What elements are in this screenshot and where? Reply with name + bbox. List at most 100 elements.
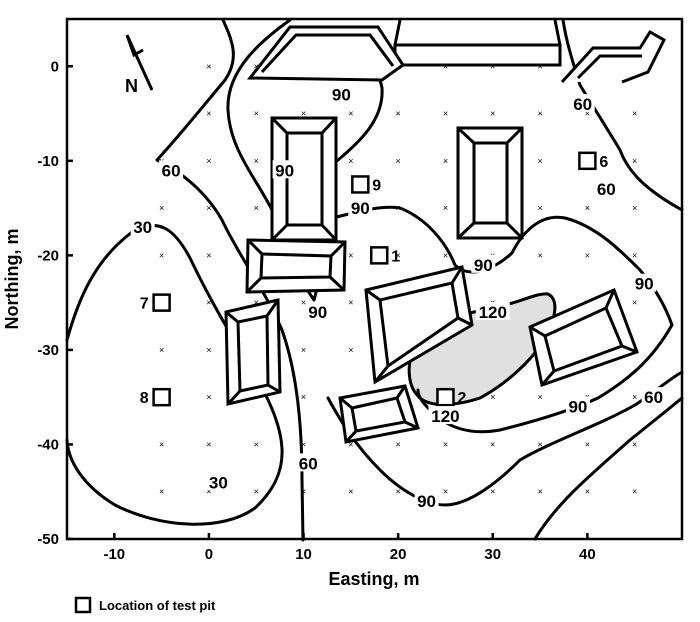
sample-point: ×	[490, 392, 495, 402]
building-south-center	[338, 384, 420, 444]
contour-label-background	[565, 396, 590, 415]
contour-label-background	[130, 217, 155, 235]
sample-point: ×	[206, 487, 211, 497]
sample-point: ×	[254, 439, 259, 449]
sample-point: ×	[537, 156, 542, 166]
sample-point: ×	[443, 109, 448, 119]
sample-point: ×	[206, 250, 211, 260]
y-axis-ticks: 0-10-20-30-40-50	[37, 58, 73, 548]
sample-point: ×	[159, 203, 164, 213]
sample-point: ×	[301, 109, 306, 119]
contour-label: 90	[635, 275, 654, 294]
contour-label-background	[632, 273, 657, 292]
north-arrow-label: N	[125, 76, 138, 96]
x-tick-label: 0	[205, 546, 213, 563]
sample-point: ×	[206, 61, 211, 71]
contour-label: 60	[573, 95, 592, 114]
sample-point: ×	[537, 109, 542, 119]
sample-point: ×	[206, 345, 211, 355]
contour-60-west	[155, 18, 305, 542]
sample-point: ×	[443, 487, 448, 497]
sample-point: ×	[396, 250, 401, 260]
sample-point: ×	[396, 487, 401, 497]
sample-point: ×	[537, 392, 542, 402]
contour-label: 30	[133, 218, 152, 237]
x-tick-label: -10	[103, 546, 125, 563]
contour-60-southeast	[533, 396, 684, 541]
contour-label: 120	[431, 407, 459, 426]
y-tick-label: -20	[37, 247, 59, 264]
test-pit-label: 2	[457, 390, 466, 407]
building-top-right	[560, 29, 666, 84]
sample-point: ×	[348, 345, 353, 355]
sample-point: ×	[254, 156, 259, 166]
y-tick-label: -10	[37, 153, 59, 170]
sample-point: ×	[348, 487, 353, 497]
x-tick-label: 40	[579, 546, 596, 563]
building-top-left	[246, 25, 406, 82]
contour-label-background	[159, 160, 184, 179]
sample-point: ×	[254, 487, 259, 497]
sample-point: ×	[632, 298, 637, 308]
building-north-center	[270, 116, 338, 242]
sample-point: ×	[206, 439, 211, 449]
x-tick-label: 30	[484, 546, 501, 563]
sample-point: ×	[301, 439, 306, 449]
sample-point: ×	[301, 345, 306, 355]
test-pit-marker	[578, 151, 597, 171]
sample-point: ×	[537, 439, 542, 449]
sample-point: ×	[490, 109, 495, 119]
sample-point: ×	[585, 487, 590, 497]
sample-point: ×	[632, 487, 637, 497]
plot-area: × × × × × × × × × × × × × × × × × × × × × × × × × × × × × × × × × × × × × × × ×…	[65, 17, 684, 542]
building-center	[364, 265, 474, 385]
sample-point: ×	[632, 439, 637, 449]
sample-point: ×	[159, 439, 164, 449]
sample-point: ×	[254, 109, 259, 119]
sample-point: ×	[206, 298, 211, 308]
contour-label-background	[471, 254, 496, 273]
sample-point: ×	[490, 439, 495, 449]
sample-point: ×	[443, 203, 448, 213]
contour-90-south	[326, 370, 684, 507]
sample-point: ×	[537, 203, 542, 213]
sample-point: ×	[159, 487, 164, 497]
x-tick-label: 20	[390, 546, 407, 563]
sample-point: ×	[206, 203, 211, 213]
building-north-east	[456, 126, 524, 240]
contour-label-background	[206, 472, 231, 491]
contour-label: 90	[568, 398, 587, 417]
test-pit-marker	[152, 293, 171, 312]
contour-label-background	[428, 406, 463, 425]
contour-label: 60	[644, 388, 663, 407]
contour-label: 30	[209, 473, 228, 492]
contour-label-background	[305, 302, 330, 321]
contour-label-background	[414, 491, 439, 510]
contour-label: 120	[479, 303, 507, 322]
building-west-center	[245, 238, 347, 294]
sample-point: ×	[396, 109, 401, 119]
north-arrow: N	[125, 34, 154, 96]
contour-label: 90	[474, 256, 493, 275]
y-tick-label: -30	[37, 342, 59, 359]
sample-point: ×	[585, 109, 590, 119]
contour-label-background	[570, 94, 595, 113]
sample-point: ×	[632, 250, 637, 260]
contour-label: 90	[417, 492, 436, 511]
contour-label-background	[329, 84, 354, 103]
contour-label-background	[296, 453, 321, 472]
sample-point: ×	[396, 156, 401, 166]
sample-point: ×	[632, 109, 637, 119]
contour-label-background	[348, 198, 373, 217]
sample-point: ×	[254, 298, 259, 308]
sample-point: ×	[254, 61, 259, 71]
sample-point: ×	[301, 392, 306, 402]
test-pit-marker	[152, 387, 171, 407]
test-pit-marker	[369, 246, 389, 265]
sample-point: ×	[348, 109, 353, 119]
test-pit-marker	[351, 175, 370, 194]
y-tick-label: 0	[51, 58, 59, 75]
sample-point: ×	[585, 439, 590, 449]
